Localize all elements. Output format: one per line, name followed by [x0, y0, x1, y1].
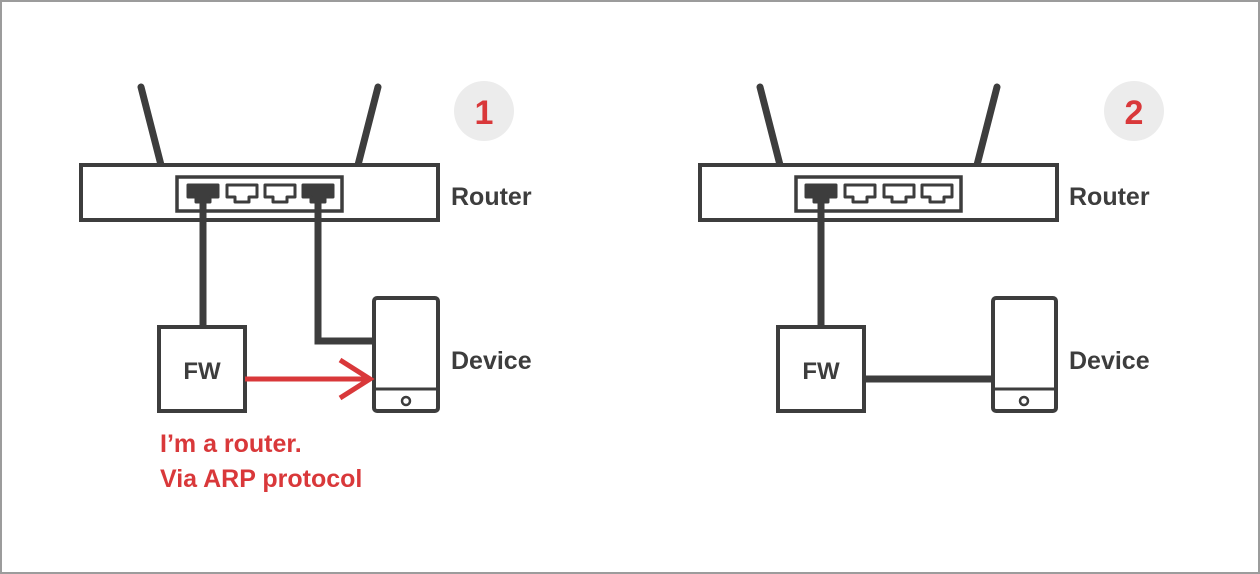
port-2	[843, 183, 877, 204]
port-4-connected	[301, 183, 335, 204]
port-2	[225, 183, 259, 204]
arp-arrow	[245, 357, 375, 401]
port-3	[263, 183, 297, 204]
device-home-button	[1018, 395, 1030, 407]
port-4	[920, 183, 954, 204]
device-2	[991, 296, 1058, 413]
panel-2: 2 Router FW Device	[698, 81, 1164, 413]
router-2	[698, 83, 1059, 222]
cable-router-to-device	[314, 200, 374, 345]
firewall-label-2: FW	[802, 358, 840, 385]
router-label-2: Router	[1069, 183, 1150, 211]
arp-note-line-2: Via ARP protocol	[160, 465, 362, 493]
antenna-left	[137, 83, 165, 169]
device-body	[372, 296, 440, 413]
antenna-right	[354, 83, 382, 169]
device-body	[991, 296, 1058, 413]
firewall-label-1: FW	[183, 358, 221, 385]
device-label-1: Device	[451, 347, 532, 375]
arrow-head	[338, 357, 375, 401]
antenna-right	[973, 83, 1001, 169]
step-badge-2	[1104, 81, 1164, 141]
router-label-1: Router	[451, 183, 532, 211]
port-1-connected	[186, 183, 220, 204]
router-1	[79, 83, 440, 222]
step-badge-1	[454, 81, 514, 141]
firewall-box-1	[157, 325, 247, 413]
port-1-connected	[804, 183, 838, 204]
antenna-left	[756, 83, 784, 169]
device-label-2: Device	[1069, 347, 1150, 375]
step-number-2: 2	[1125, 94, 1144, 132]
step-number-1: 1	[475, 94, 494, 132]
port-3	[882, 183, 916, 204]
firewall-box-2	[776, 325, 866, 413]
arp-note-line-1: I’m a router.	[160, 430, 302, 458]
device-1	[372, 296, 440, 413]
device-home-button	[400, 395, 412, 407]
panel-1: 1 Router FW Device	[79, 81, 532, 493]
